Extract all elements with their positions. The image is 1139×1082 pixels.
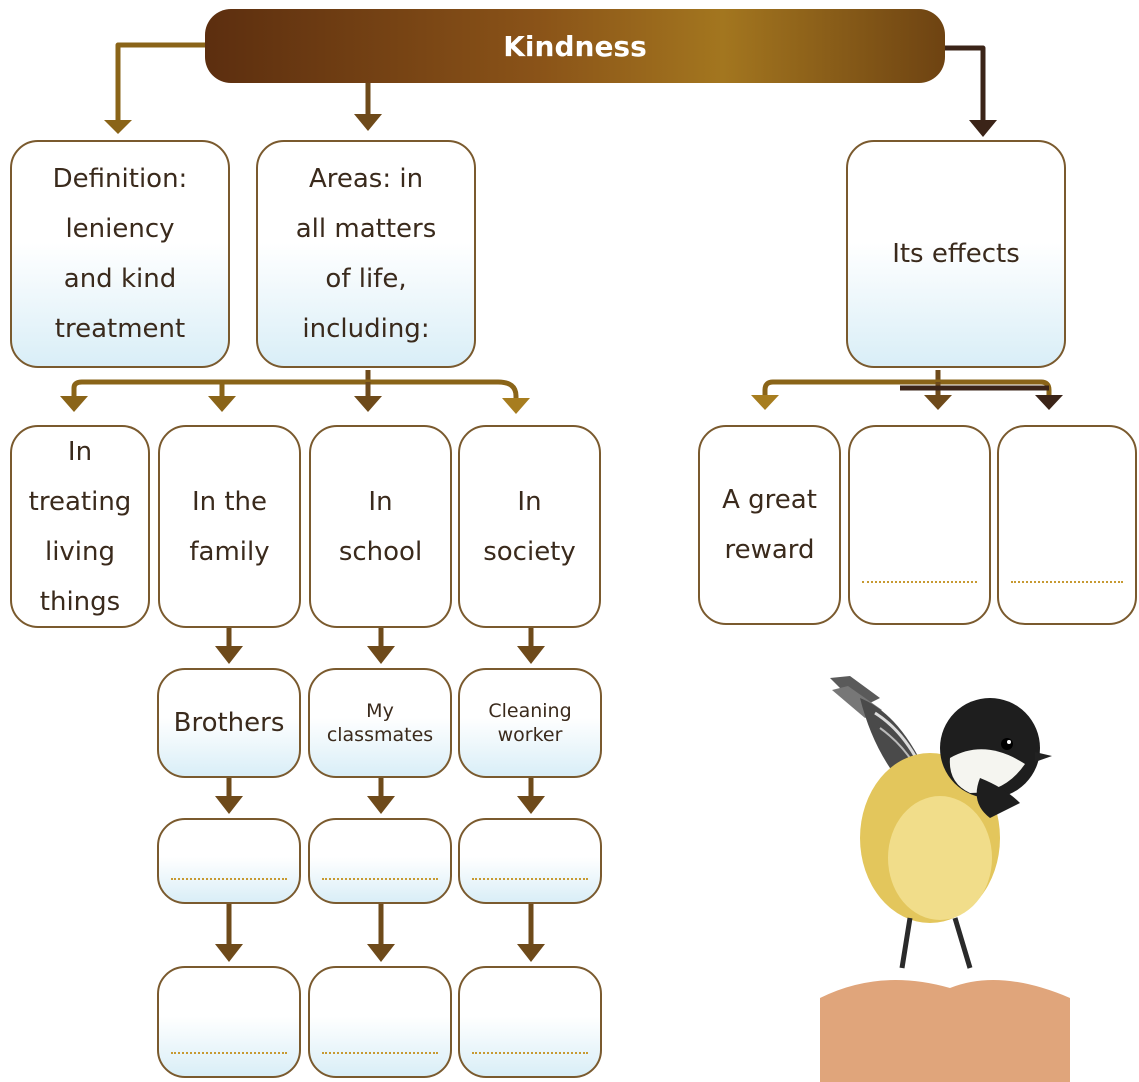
blank-answer-line	[171, 1052, 287, 1054]
blank-answer-line	[472, 1052, 588, 1054]
blank-node	[458, 818, 602, 904]
example-node: Cleaning worker	[458, 668, 602, 778]
effect-blank-node	[848, 425, 991, 625]
effects-text: Its effects	[892, 239, 1020, 269]
definition-node: Definition: leniency and kind treatment	[10, 140, 230, 368]
example-label: My classmates	[326, 700, 434, 746]
blank-answer-line	[472, 878, 588, 880]
example-node: My classmates	[308, 668, 452, 778]
blank-answer-line	[322, 878, 438, 880]
areas-node: Areas: in all matters of life, including…	[256, 140, 476, 368]
blank-answer-line	[1011, 581, 1123, 583]
areas-text: Areas: in all matters of life, including…	[295, 164, 437, 344]
area-label: In school	[338, 486, 423, 567]
area-node-society: In society	[458, 425, 601, 628]
area-node-family: In the family	[158, 425, 301, 628]
area-label: In treating living things	[28, 436, 132, 617]
blank-answer-line	[171, 878, 287, 880]
blank-node	[308, 966, 452, 1078]
example-label: Brothers	[173, 708, 285, 738]
blank-node	[157, 818, 301, 904]
area-node-school: In school	[309, 425, 452, 628]
effect-blank-node	[997, 425, 1137, 625]
chickadee-bird-icon	[820, 676, 1070, 1082]
blank-node	[308, 818, 452, 904]
blank-answer-line	[322, 1052, 438, 1054]
example-label: Cleaning worker	[488, 700, 572, 746]
blank-answer-line	[862, 581, 977, 583]
area-node-living-things: In treating living things	[10, 425, 150, 628]
blank-node	[157, 966, 301, 1078]
area-label: In society	[483, 486, 576, 567]
blank-node	[458, 966, 602, 1078]
effects-node: Its effects	[846, 140, 1066, 368]
effect-node: A great reward	[698, 425, 841, 625]
diagram-title: Kindness	[503, 29, 647, 63]
title-banner: Kindness	[205, 9, 945, 83]
example-node: Brothers	[157, 668, 301, 778]
area-label: In the family	[189, 486, 270, 567]
definition-text: Definition: leniency and kind treatment	[52, 164, 188, 344]
effect-label: A great reward	[722, 485, 817, 565]
